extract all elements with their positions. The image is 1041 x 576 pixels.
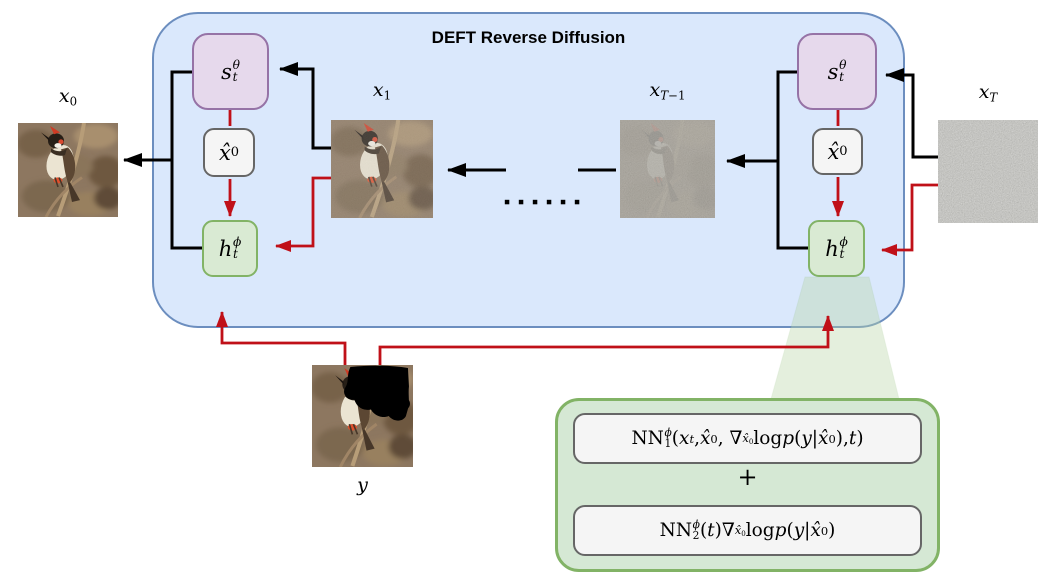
caption-y: y [357, 474, 368, 496]
diagram-title: DEFT Reverse Diffusion [431, 28, 626, 47]
caption-xT: xT [978, 81, 998, 105]
image-xT [938, 120, 1038, 223]
caption-x0: x0 [58, 85, 78, 109]
occlusion-mask [344, 365, 410, 421]
xhat0-box-left: x̂0 [203, 128, 255, 177]
image-x0 [18, 123, 118, 217]
image-x1 [331, 120, 433, 218]
image-y-observation [312, 365, 413, 467]
image-xT-minus-1 [620, 120, 715, 218]
xhat0-box-right: x̂0 [812, 128, 863, 175]
formula-plus-sign: + [737, 463, 758, 491]
caption-xT-minus-1: xT−1 [649, 79, 686, 103]
caption-x1: x1 [372, 79, 392, 103]
